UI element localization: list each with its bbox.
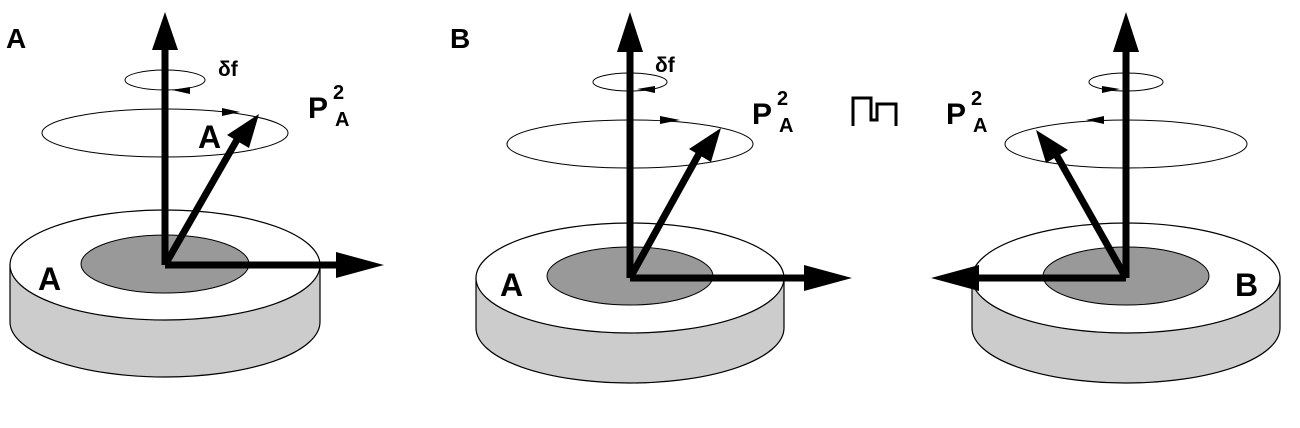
vector-a-label: A — [198, 119, 221, 155]
precession-direction-arrow — [1086, 116, 1104, 124]
offset-direction-arrow — [172, 87, 190, 94]
svg-text:A: A — [335, 109, 349, 131]
pulse-sequence-icon — [851, 96, 898, 126]
precession-direction-arrow — [222, 108, 240, 116]
disk-right-label: B — [1235, 267, 1258, 303]
disk-left-label: A — [500, 267, 523, 303]
svg-text:2: 2 — [971, 88, 982, 110]
svg-text:2: 2 — [777, 88, 788, 110]
offset-direction-arrow — [637, 86, 655, 93]
polarization-label-right: P 2 A — [946, 88, 987, 137]
svg-text:2: 2 — [333, 82, 344, 104]
z-axis-arrowhead — [617, 12, 643, 52]
panel-a: A A δf A P 2 A — [6, 12, 384, 378]
svg-text:A: A — [973, 115, 987, 137]
offset-label: δf — [218, 58, 239, 81]
magnetization-vector — [1053, 154, 1130, 280]
panel-a-label: A — [6, 23, 26, 54]
magnetization-arrowhead — [689, 128, 721, 162]
x-axis-arrowhead — [336, 252, 384, 278]
z-axis-arrowhead — [152, 12, 178, 50]
z-axis-arrowhead — [1113, 12, 1139, 52]
svg-text:P: P — [752, 98, 772, 131]
magnetization-vector — [161, 136, 242, 267]
magnetization-vector — [626, 150, 704, 280]
x-axis-arrowhead — [931, 265, 979, 291]
x-axis-arrowhead — [804, 265, 852, 291]
svg-text:A: A — [779, 115, 793, 137]
polarization-label-a: P 2 A — [308, 82, 349, 131]
panel-b: B A δf P 2 A P 2 A — [450, 12, 1281, 384]
precession-direction-arrow — [660, 116, 680, 124]
svg-text:P: P — [946, 98, 966, 131]
svg-text:P: P — [308, 92, 328, 125]
disk-a-label: A — [38, 261, 61, 297]
magnetization-arrowhead — [1036, 130, 1068, 163]
offset-label: δf — [655, 54, 676, 77]
panel-b-label: B — [450, 23, 470, 54]
offset-direction-arrow — [1102, 86, 1120, 93]
magnetization-arrowhead — [227, 114, 259, 148]
polarization-label-left: P 2 A — [752, 88, 793, 137]
